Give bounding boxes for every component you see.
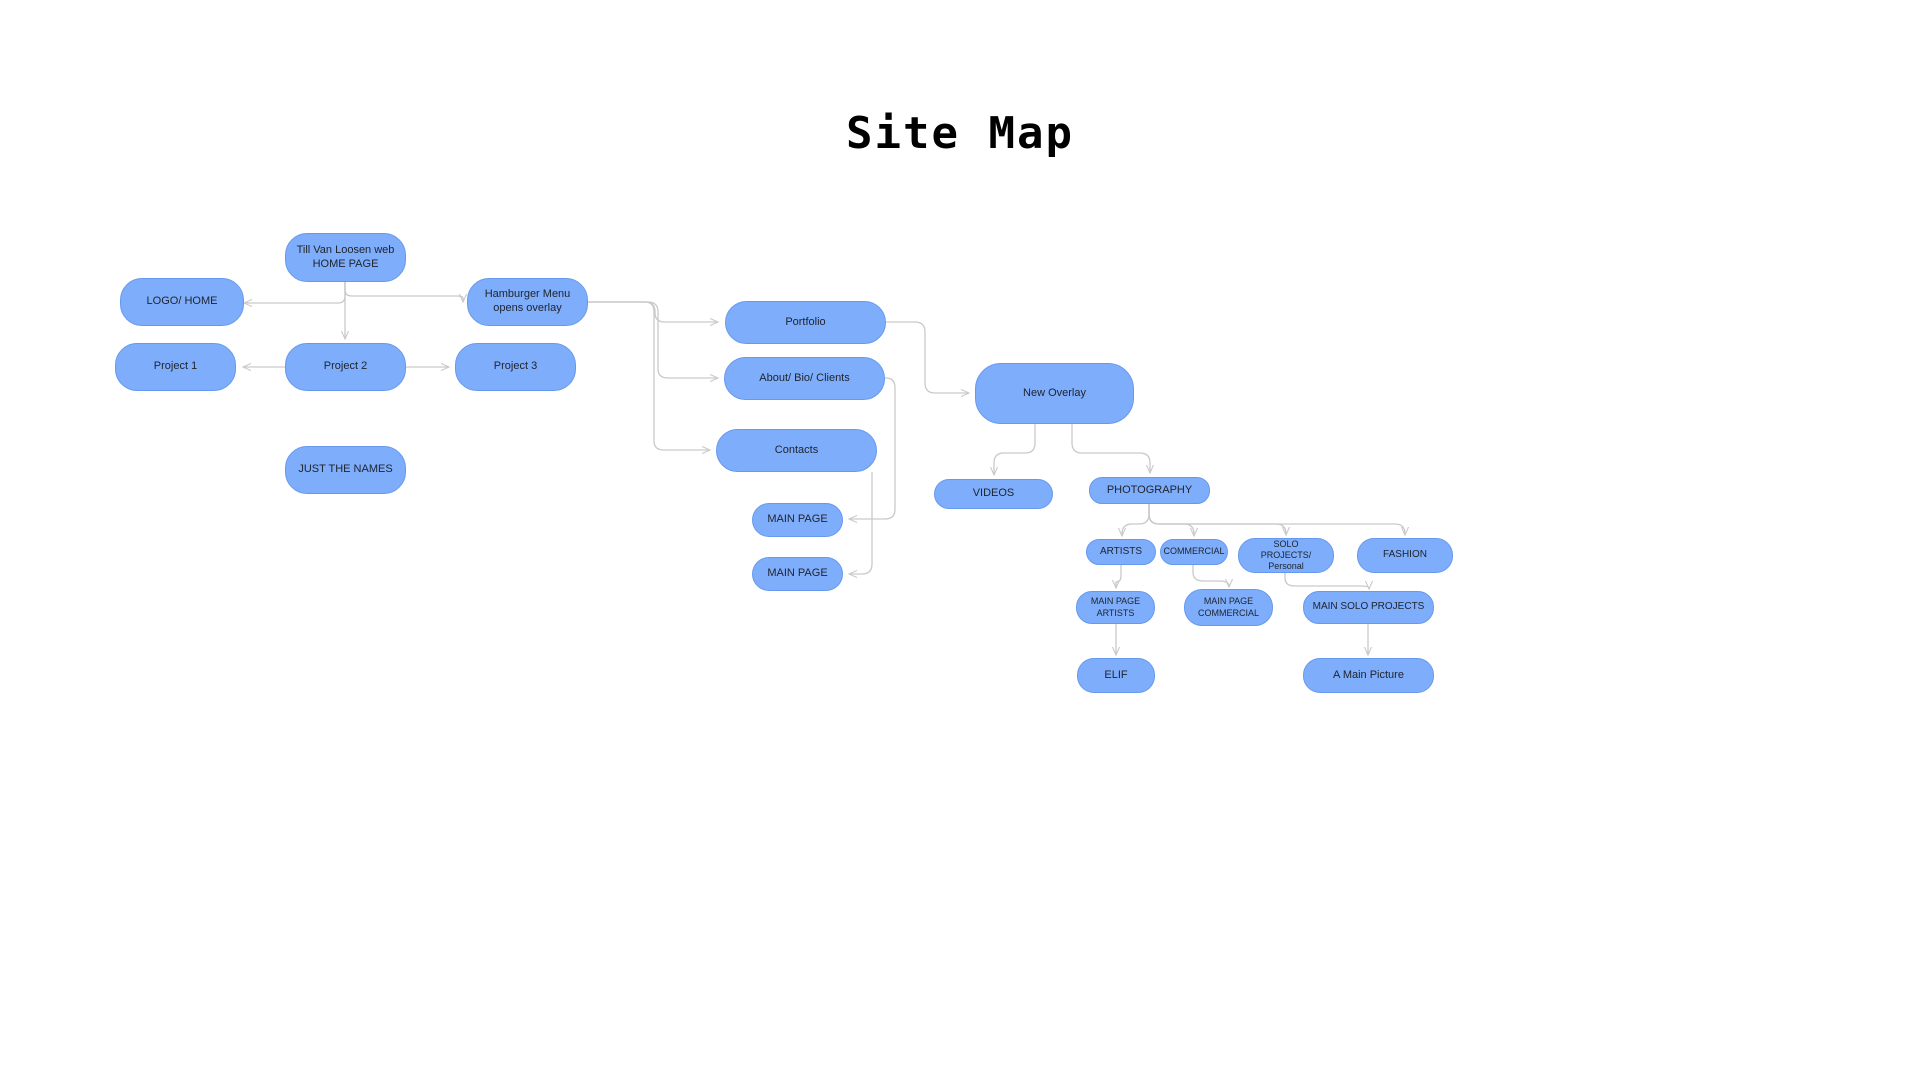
edge-photography-artists	[1122, 504, 1150, 536]
node-project-3[interactable]: Project 3	[455, 343, 576, 391]
node-photography[interactable]: PHOTOGRAPHY	[1089, 477, 1210, 504]
node-project-1[interactable]: Project 1	[115, 343, 236, 391]
node-main-page-contacts[interactable]: MAIN PAGE	[752, 557, 843, 591]
edge-commercial-mainpagecommercial	[1192, 565, 1229, 587]
node-commercial[interactable]: COMMERCIAL	[1160, 539, 1228, 565]
edge-newoverlay-photography	[1071, 424, 1150, 473]
node-main-page-about[interactable]: MAIN PAGE	[752, 503, 843, 537]
edge-home-logo	[244, 282, 346, 303]
node-new-overlay[interactable]: New Overlay	[975, 363, 1134, 424]
edge-photography-fashion	[1148, 504, 1405, 535]
node-artists[interactable]: ARTISTS	[1086, 539, 1156, 565]
node-a-main-picture[interactable]: A Main Picture	[1303, 658, 1434, 693]
node-hamburger-menu-overlay[interactable]: Hamburger Menu opens overlay	[467, 278, 588, 326]
node-portfolio[interactable]: Portfolio	[725, 301, 886, 344]
edge-hamburger-about	[588, 301, 718, 378]
node-contacts[interactable]: Contacts	[716, 429, 877, 472]
node-main-page-commercial[interactable]: MAIN PAGE COMMERCIAL	[1184, 589, 1273, 626]
edge-solo-mainsolo	[1284, 573, 1369, 589]
node-logo-home[interactable]: LOGO/ HOME	[120, 278, 244, 326]
edge-hamburger-contacts	[588, 301, 710, 450]
edge-about-mainpage1	[849, 377, 896, 519]
node-about-bio-clients[interactable]: About/ Bio/ Clients	[724, 357, 885, 400]
node-just-the-names[interactable]: JUST THE NAMES	[285, 446, 406, 494]
edge-home-hamburger	[344, 282, 463, 302]
node-project-2[interactable]: Project 2	[285, 343, 406, 391]
node-main-solo-projects[interactable]: MAIN SOLO PROJECTS	[1303, 591, 1434, 624]
node-videos[interactable]: VIDEOS	[934, 479, 1053, 509]
node-till-van-loosen-home-page[interactable]: Till Van Loosen web HOME PAGE	[285, 233, 406, 282]
node-elif[interactable]: ELIF	[1077, 658, 1155, 693]
node-main-page-artists[interactable]: MAIN PAGE ARTISTS	[1076, 591, 1155, 624]
edge-newoverlay-videos	[994, 424, 1036, 475]
edge-portfolio-newoverlay	[886, 321, 969, 393]
edge-artists-mainpageartists	[1116, 565, 1122, 588]
edge-contacts-mainpage2	[849, 472, 873, 574]
node-fashion[interactable]: FASHION	[1357, 538, 1453, 573]
node-solo-projects-personal[interactable]: SOLO PROJECTS/ Personal	[1238, 538, 1334, 573]
